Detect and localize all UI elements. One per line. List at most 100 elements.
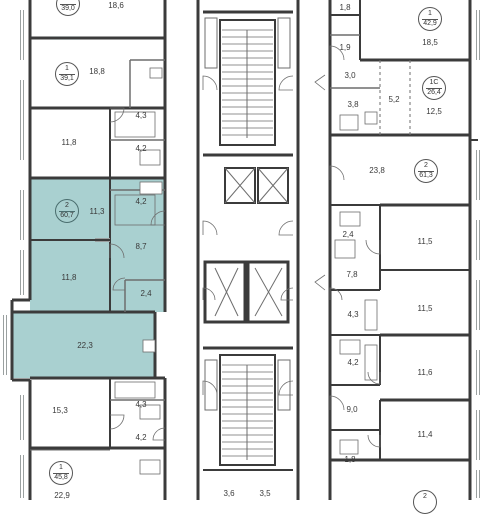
- door-swing: [278, 220, 294, 236]
- bathtub: [114, 194, 156, 226]
- stairwell: [219, 354, 276, 466]
- room-area: 22,3: [77, 341, 93, 350]
- room-area: 3,6: [223, 489, 235, 498]
- room-area: 2,4: [140, 289, 152, 298]
- door-swing: [109, 107, 125, 123]
- unit-rooms: 1: [57, 0, 79, 3]
- unit-rooms: 1: [65, 65, 69, 72]
- stairwell: [219, 19, 276, 146]
- room-area: 3,8: [347, 100, 359, 109]
- unit-badge-2-61-3[interactable]: 2 61,3: [414, 159, 438, 183]
- elevator-x: [214, 267, 239, 317]
- room-area: 11,5: [417, 237, 433, 246]
- unit-badge-1c-26-4[interactable]: 1С 26,4: [422, 76, 446, 100]
- elevator: [203, 260, 247, 324]
- door-swing: [329, 45, 345, 61]
- room-area: 7,8: [346, 270, 358, 279]
- shaft: [204, 359, 218, 411]
- room-area: 1,9: [339, 43, 351, 52]
- shaft: [277, 359, 291, 411]
- room-area: 18,5: [422, 38, 438, 47]
- unit-badge-1-45-8[interactable]: 1 45,8: [49, 461, 73, 485]
- room-area: 18,6: [108, 1, 124, 10]
- door-swing: [152, 427, 166, 441]
- door-swing: [278, 75, 294, 91]
- sink: [139, 181, 163, 195]
- unit-rooms: 2: [65, 202, 69, 209]
- unit-area: 45,8: [53, 473, 69, 481]
- unit-area: 39,0: [60, 4, 76, 12]
- unit-rooms: 1: [59, 464, 63, 471]
- unit-badge-bottom-right[interactable]: 2: [413, 490, 437, 514]
- door-swing: [278, 380, 294, 396]
- unit-badge-2-60-7[interactable]: 2 60,7: [55, 199, 79, 223]
- unit-area: 39,1: [59, 74, 75, 82]
- elevator: [257, 167, 289, 204]
- room-area: 11,8: [61, 138, 77, 147]
- door-swing: [280, 287, 294, 301]
- room-area: 4,3: [135, 400, 147, 409]
- door-swing: [202, 75, 218, 91]
- selected-apartment-2-room[interactable]: [12, 178, 165, 378]
- room-area: 4,2: [135, 197, 147, 206]
- unit-area: 60,7: [59, 211, 75, 219]
- bathtub: [114, 111, 156, 138]
- door-swing: [314, 74, 326, 91]
- toilet: [334, 239, 356, 259]
- room-area: 23,8: [369, 166, 385, 175]
- floor-plan: [3, 0, 480, 500]
- bathtub: [114, 381, 156, 399]
- door-swing: [109, 414, 125, 430]
- room-area: 2,4: [342, 230, 354, 239]
- door-swing: [202, 220, 218, 236]
- sink: [364, 111, 378, 125]
- room-area: 11,5: [417, 304, 433, 313]
- room-area: 11,8: [61, 273, 77, 282]
- sink: [139, 459, 161, 475]
- unit-rooms: 2: [423, 493, 427, 500]
- shaft: [204, 17, 218, 69]
- elevator: [246, 260, 290, 324]
- room-area: 22,9: [54, 491, 70, 500]
- room-area: 4,3: [135, 111, 147, 120]
- room-area: 11,6: [417, 368, 433, 377]
- room-area: 4,3: [347, 310, 359, 319]
- room-area: 4,2: [347, 358, 359, 367]
- unit-rooms: 1: [428, 10, 432, 17]
- door-swing: [150, 210, 166, 226]
- toilet: [139, 404, 161, 420]
- room-area: 11,4: [417, 430, 433, 439]
- bathtub: [364, 344, 378, 381]
- door-swing: [314, 274, 326, 291]
- room-area: 8,7: [135, 242, 147, 251]
- sink: [149, 67, 163, 79]
- room-area: 3,0: [344, 71, 356, 80]
- elevator-x: [257, 167, 289, 204]
- room-area: 4,2: [135, 144, 147, 153]
- elevator-x: [224, 167, 256, 204]
- unit-rooms: 1С: [429, 79, 439, 86]
- unit-badge-1-39-1[interactable]: 1 39,1: [55, 62, 79, 86]
- shaft: [277, 17, 291, 69]
- door-swing: [367, 371, 381, 385]
- unit-badge-1-42-9[interactable]: 1 42,9: [418, 7, 442, 31]
- room-area: 1,8: [344, 455, 356, 464]
- room-area: 15,3: [52, 406, 68, 415]
- door-swing: [109, 243, 125, 259]
- room-area: 18,8: [89, 67, 105, 76]
- sink: [339, 339, 361, 355]
- toilet: [139, 149, 161, 166]
- unit-area: 61,3: [418, 171, 434, 179]
- room-area: 5,2: [388, 95, 400, 104]
- sink: [142, 339, 156, 353]
- bathtub: [364, 299, 378, 331]
- door-swing: [329, 165, 345, 181]
- toilet: [339, 114, 359, 131]
- door-swing: [329, 395, 345, 411]
- unit-rooms: 2: [424, 162, 428, 169]
- room-area: 12,5: [426, 107, 442, 116]
- room-area: 1,8: [339, 3, 351, 12]
- door-swing: [202, 380, 218, 396]
- sink: [339, 211, 361, 227]
- door-swing: [365, 239, 381, 255]
